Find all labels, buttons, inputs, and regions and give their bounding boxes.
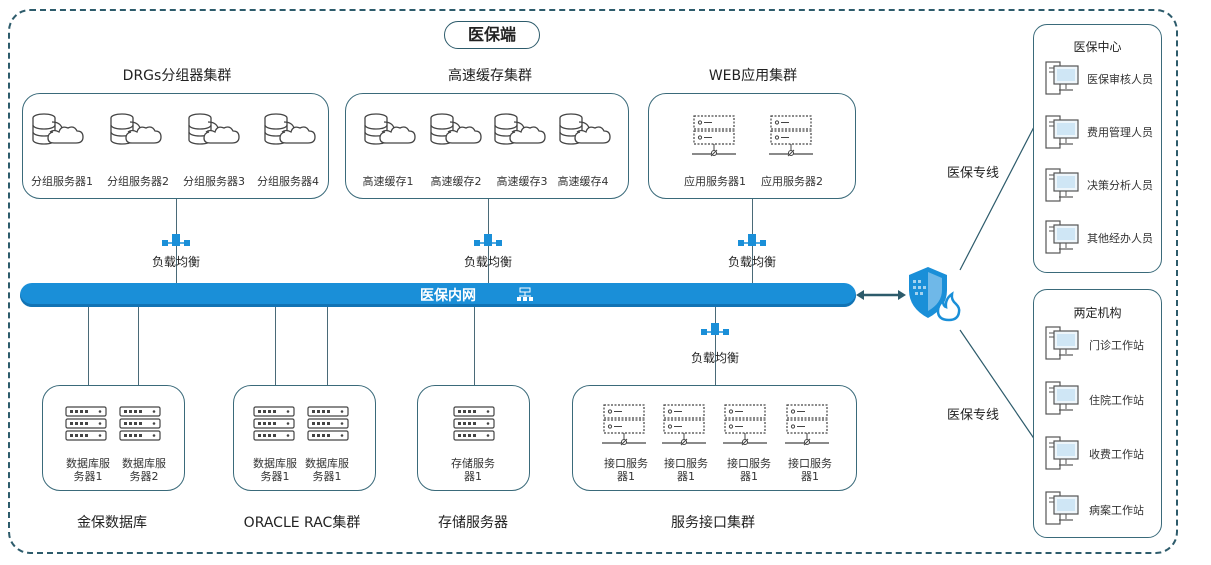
oracle-db-2-label: 数据库服务器1 — [305, 457, 349, 483]
app-server-icon — [784, 404, 830, 446]
web-cluster-box — [648, 93, 856, 199]
web-cluster-title: WEB应用集群 — [708, 68, 798, 84]
workstation-icon — [1045, 326, 1079, 360]
outer-frame — [8, 9, 1178, 554]
dedicated-line-label-top: 医保专线 — [947, 166, 1000, 181]
institutions-title: 两定机构 — [1073, 306, 1122, 320]
institution-item-1-label: 门诊工作站 — [1089, 339, 1144, 352]
load-balancer-icon — [162, 234, 190, 247]
cache-cluster-title: 高速缓存集群 — [448, 68, 532, 84]
database-cloud-icon — [430, 113, 482, 145]
rack-server-icon — [453, 406, 495, 441]
database-cloud-icon — [494, 113, 546, 145]
database-cloud-icon — [188, 113, 240, 145]
load-balancer-icon — [738, 234, 766, 247]
jinbao-db-1-label: 数据库服务器1 — [66, 457, 110, 483]
database-cloud-icon — [264, 113, 316, 145]
rack-server-icon — [253, 406, 295, 441]
dedicated-line-connectors — [959, 124, 1036, 441]
app-server-icon — [722, 404, 768, 446]
center-item-2-label: 费用管理人员 — [1087, 126, 1153, 139]
workstation-icon — [1045, 61, 1079, 95]
drgs-server-2-label: 分组服务器2 — [107, 175, 169, 188]
workstation-icon — [1045, 436, 1079, 470]
cache-cluster-box — [345, 93, 629, 199]
interface-cluster-title: 服务接口集群 — [671, 515, 755, 531]
workstation-icon — [1045, 220, 1079, 254]
load-balancer-icon — [701, 323, 729, 336]
interface-server-3-label: 接口服务器1 — [727, 457, 771, 483]
app-server-icon — [661, 404, 707, 446]
app-server-icon — [601, 404, 647, 446]
cache-3-label: 高速缓存3 — [496, 175, 548, 188]
workstation-icon — [1045, 115, 1079, 149]
cache-4-label: 高速缓存4 — [557, 175, 609, 188]
database-cloud-icon — [110, 113, 162, 145]
rack-server-icon — [119, 406, 161, 441]
dedicated-line-label-bottom: 医保专线 — [947, 408, 1000, 423]
storage-connector — [474, 307, 475, 385]
drgs-cluster-box — [22, 93, 329, 199]
drgs-server-3-label: 分组服务器3 — [183, 175, 245, 188]
oracle-rac-title: ORACLE RAC集群 — [243, 515, 361, 531]
drgs-server-4-label: 分组服务器4 — [257, 175, 319, 188]
app-server-icon — [768, 115, 814, 157]
institution-item-2-label: 住院工作站 — [1089, 394, 1144, 407]
drgs-cluster-title: DRGs分组器集群 — [122, 68, 232, 84]
load-balance-label: 负载均衡 — [151, 255, 200, 269]
center-item-3-label: 决策分析人员 — [1087, 179, 1153, 192]
database-cloud-icon — [559, 113, 611, 145]
app-server-icon — [691, 115, 737, 157]
intranet-bus — [20, 283, 856, 307]
interface-connector — [715, 307, 716, 385]
interface-server-1-label: 接口服务器1 — [604, 457, 648, 483]
cache-1-label: 高速缓存1 — [362, 175, 414, 188]
oracle-connector-1 — [275, 307, 276, 385]
rack-server-icon — [307, 406, 349, 441]
storage-server-label: 存储服务器1 — [451, 457, 495, 483]
center-item-1-label: 医保审核人员 — [1087, 73, 1153, 86]
institution-item-3-label: 收费工作站 — [1089, 448, 1144, 461]
interface-cluster-box — [572, 385, 857, 491]
jinbao-connector-1 — [88, 307, 89, 385]
workstation-icon — [1045, 491, 1079, 525]
interface-server-4-label: 接口服务器1 — [788, 457, 832, 483]
institution-item-4-label: 病案工作站 — [1089, 504, 1144, 517]
cache-2-label: 高速缓存2 — [430, 175, 482, 188]
interface-server-2-label: 接口服务器1 — [664, 457, 708, 483]
workstation-icon — [1045, 168, 1079, 202]
storage-title: 存储服务器 — [438, 515, 508, 531]
jinbao-connector-2 — [138, 307, 139, 385]
workstation-icon — [1045, 381, 1079, 415]
bidirectional-arrow-icon — [856, 290, 906, 300]
intranet-bus-label: 医保内网 — [420, 288, 476, 304]
database-cloud-icon — [364, 113, 416, 145]
jinbao-db-title: 金保数据库 — [77, 515, 147, 531]
center-item-4-label: 其他经办人员 — [1087, 232, 1153, 245]
page-title: 医保端 — [444, 21, 540, 49]
firewall-icon — [909, 267, 961, 322]
rack-server-icon — [65, 406, 107, 441]
insurance-center-title: 医保中心 — [1073, 40, 1122, 54]
load-balance-label: 负载均衡 — [463, 255, 512, 269]
app-server-1-label: 应用服务器1 — [684, 175, 746, 188]
jinbao-db-2-label: 数据库服务器2 — [122, 457, 166, 483]
app-server-2-label: 应用服务器2 — [761, 175, 823, 188]
network-icon — [517, 287, 533, 301]
drgs-server-1-label: 分组服务器1 — [31, 175, 93, 188]
oracle-connector-2 — [327, 307, 328, 385]
load-balance-label: 负载均衡 — [690, 351, 739, 365]
load-balance-label: 负载均衡 — [727, 255, 776, 269]
oracle-db-1-label: 数据库服务器1 — [253, 457, 297, 483]
load-balancer-icon — [474, 234, 502, 247]
database-cloud-icon — [32, 113, 84, 145]
